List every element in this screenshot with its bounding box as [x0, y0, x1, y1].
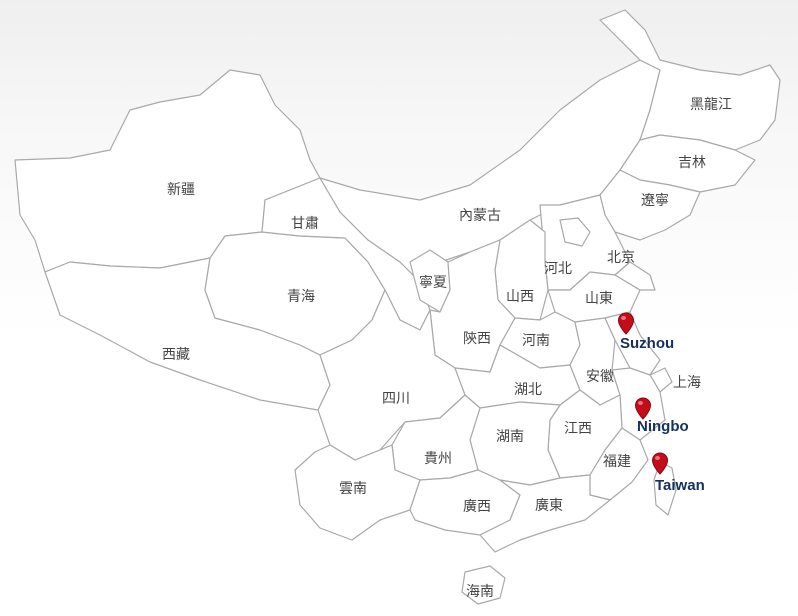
map-pin-icon-ningbo[interactable]: [634, 397, 652, 421]
province-hainan: [461, 565, 506, 605]
marker-label-suzhou: Suzhou: [620, 335, 675, 352]
label-fujian: 福建: [603, 454, 631, 470]
label-shanxi: 山西: [506, 289, 534, 305]
label-gansu: 甘肅: [291, 216, 319, 232]
label-hebei: 河北: [544, 261, 572, 277]
label-hubei: 湖北: [514, 382, 542, 398]
province-shandong-tip: [614, 261, 656, 291]
label-yunnan: 雲南: [339, 481, 367, 497]
label-ningxia: 寧夏: [419, 275, 447, 291]
label-jiangxi: 江西: [564, 421, 592, 437]
label-jilin: 吉林: [678, 155, 706, 171]
label-guangxi: 廣西: [463, 499, 491, 515]
province-beijing: [559, 217, 591, 247]
label-xinjiang: 新疆: [167, 182, 195, 198]
label-neimenggu: 內蒙古: [459, 208, 501, 224]
label-henan: 河南: [522, 333, 550, 349]
label-anhui: 安徽: [586, 369, 614, 385]
label-hunan: 湖南: [496, 429, 524, 445]
label-liaoning: 遼寧: [641, 193, 669, 209]
map-pin-icon-taiwan[interactable]: [651, 452, 669, 476]
province-heilongjiang: [599, 9, 781, 151]
label-sichuan: 四川: [382, 391, 410, 407]
map-pin-icon-suzhou[interactable]: [617, 312, 635, 336]
label-heilongjiang: 黑龍江: [690, 97, 732, 113]
province-taiwan: [653, 461, 677, 516]
label-shandong: 山東: [585, 291, 613, 307]
label-qinghai: 青海: [287, 289, 315, 305]
province-yunnan: [294, 444, 421, 541]
label-guangdong: 廣東: [535, 498, 563, 514]
label-xizang: 西藏: [162, 347, 190, 363]
marker-label-ningbo: Ningbo: [637, 418, 689, 435]
label-shanghai: 上海: [673, 375, 701, 391]
label-hainan: 海南: [466, 584, 494, 600]
label-shaanxi: 陝西: [463, 331, 491, 347]
marker-label-taiwan: Taiwan: [655, 477, 705, 494]
province-guangdong: [479, 474, 611, 553]
label-guizhou: 貴州: [424, 451, 452, 467]
label-beijing: 北京: [607, 250, 635, 266]
